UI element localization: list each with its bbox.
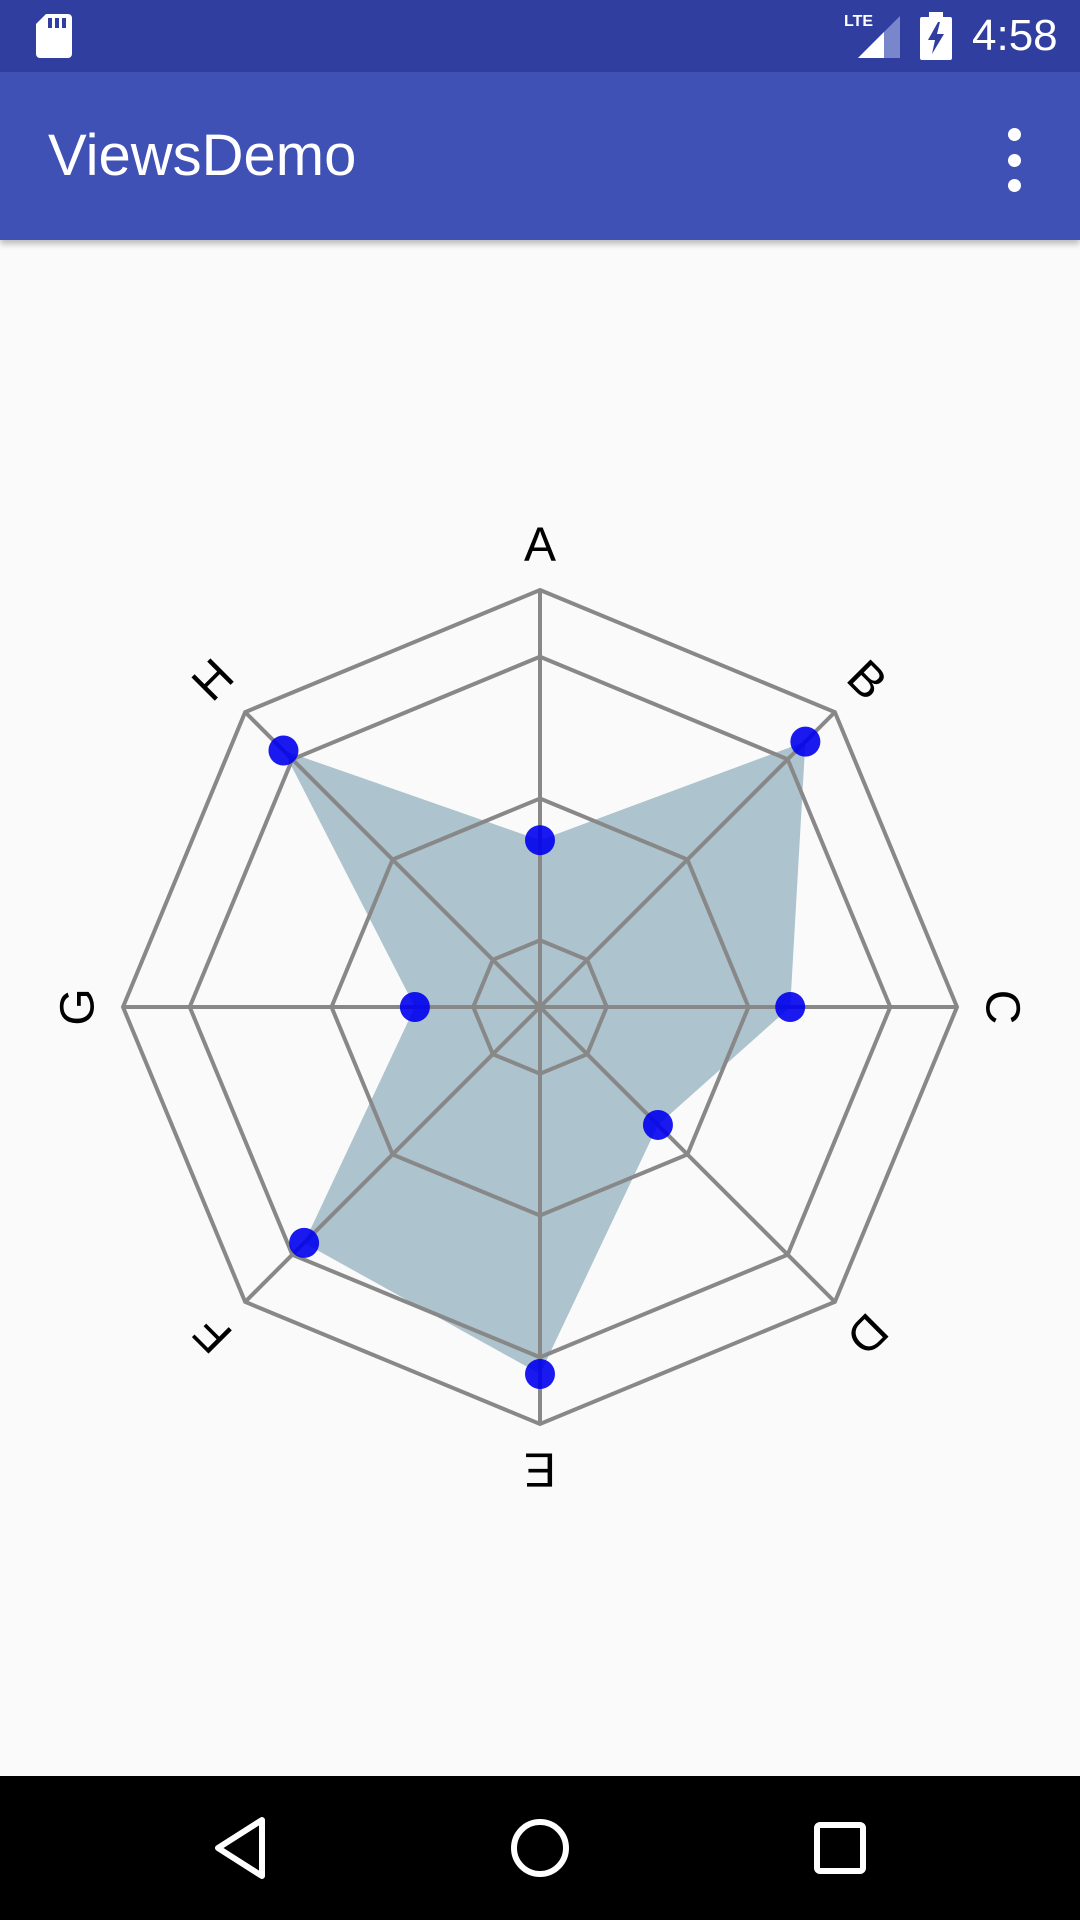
radar-label-b: B [837,650,897,710]
more-vert-icon[interactable] [990,128,1038,192]
sd-card-icon [36,14,72,58]
radar-point-d [642,1109,673,1140]
radar-chart: A B C D E F G H [52,519,1029,1496]
radar-label-e: E [524,1443,556,1496]
radar-point-c [775,992,806,1022]
status-time: 4:58 [972,11,1058,60]
radar-spoke-b [538,710,837,1009]
radar-label-d: D [836,1303,898,1365]
radar-label-f: F [184,1305,242,1363]
status-bar: LTE 4:58 [0,0,1080,72]
radar-label-c: C [976,990,1029,1025]
signal-icon: LTE [844,13,900,58]
radar-point-a [525,825,555,856]
app-title: ViewsDemo [48,123,357,188]
radar-spoke-d [538,1005,837,1304]
radar-label-g: G [52,988,105,1025]
radar-point-e [525,1358,555,1389]
radar-point-h [268,735,299,766]
recents-icon[interactable] [800,1776,880,1920]
network-label: LTE [844,13,873,30]
radar-spoke-h [243,710,542,1009]
battery-charging-icon [920,12,952,60]
radar-data-area [283,741,806,1374]
back-icon[interactable] [200,1776,280,1920]
chart-area: A B C D E F G H [0,240,1080,1776]
radar-point-f [289,1227,320,1258]
radar-label-h: H [182,649,244,711]
radar-point-b [790,726,821,757]
radar-point-g [399,992,430,1022]
navigation-bar [0,1776,1080,1920]
app-bar: ViewsDemo [0,72,1080,240]
radar-label-a: A [524,519,556,572]
home-icon[interactable] [500,1776,580,1920]
